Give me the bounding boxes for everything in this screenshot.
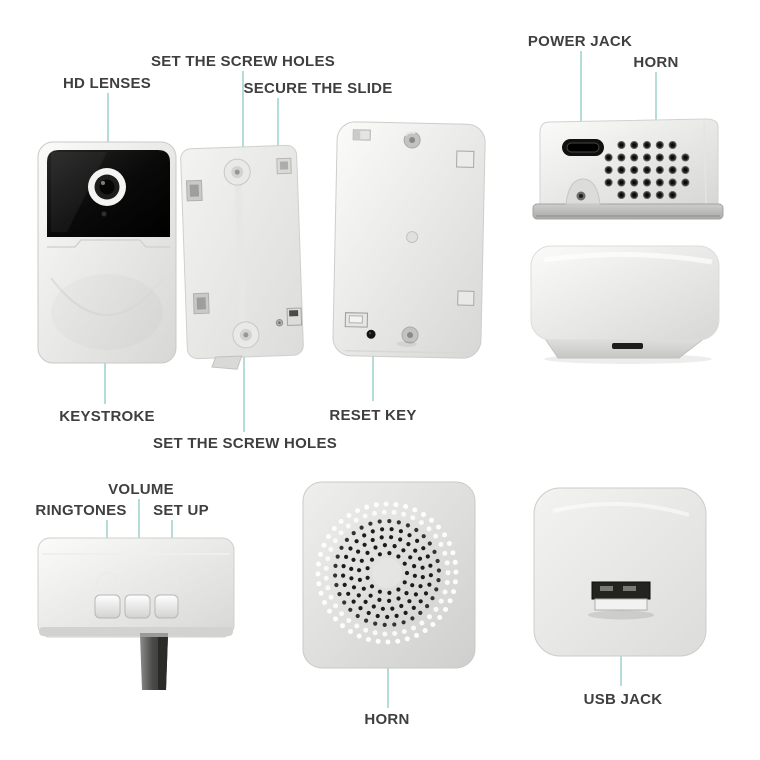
leader-line-screw-holes-top (242, 71, 244, 168)
corner-slot (457, 290, 475, 306)
volume-button (124, 594, 151, 619)
label-ringtones: RINGTONES (35, 502, 127, 519)
setup-button (154, 594, 179, 619)
bottom-tab (211, 355, 243, 370)
corner-slot (456, 150, 475, 168)
reset-key-hole (366, 329, 376, 339)
usb-base-image (533, 487, 707, 657)
speaker-grille-image (302, 481, 476, 669)
label-volume: VOLUME (108, 481, 174, 498)
leader-line-hd-lenses (107, 93, 109, 185)
horn-speaker-rings (315, 501, 459, 645)
label-secure-the-slide: SECURE THE SLIDE (243, 80, 393, 97)
label-set-up: SET UP (153, 502, 209, 519)
label-horn-top: HORN (633, 54, 679, 71)
back-plate-image (332, 121, 486, 359)
bottom-slot (612, 343, 643, 349)
label-set-screw-holes-bottom: SET THE SCREW HOLES (153, 435, 337, 452)
chime-body-image (530, 245, 720, 364)
doorbell-front-image (37, 141, 177, 364)
chime-front-image (37, 537, 235, 690)
horn-speaker-grid (604, 141, 690, 199)
label-power-jack: POWER JACK (527, 33, 633, 50)
mounting-plate-image (180, 144, 304, 370)
label-horn-bottom: HORN (364, 711, 410, 728)
label-hd-lenses: HD LENSES (62, 75, 152, 92)
chime-side-image (532, 118, 724, 220)
label-set-screw-holes-top: SET THE SCREW HOLES (151, 53, 335, 70)
screw-mound (565, 178, 601, 205)
label-usb-jack: USB JACK (583, 691, 663, 708)
leader-line-reset-key (372, 340, 374, 401)
base-strip (532, 203, 724, 220)
leader-line-screw-holes-bottom (243, 340, 245, 432)
label-keystroke: KEYSTROKE (59, 408, 155, 425)
keystroke-button (50, 277, 164, 316)
sensor-dot (101, 211, 107, 217)
label-reset-key: RESET KEY (329, 407, 417, 424)
leader-line-power-jack (580, 51, 582, 146)
ringtones-button (94, 594, 121, 619)
center-hole (406, 231, 419, 244)
